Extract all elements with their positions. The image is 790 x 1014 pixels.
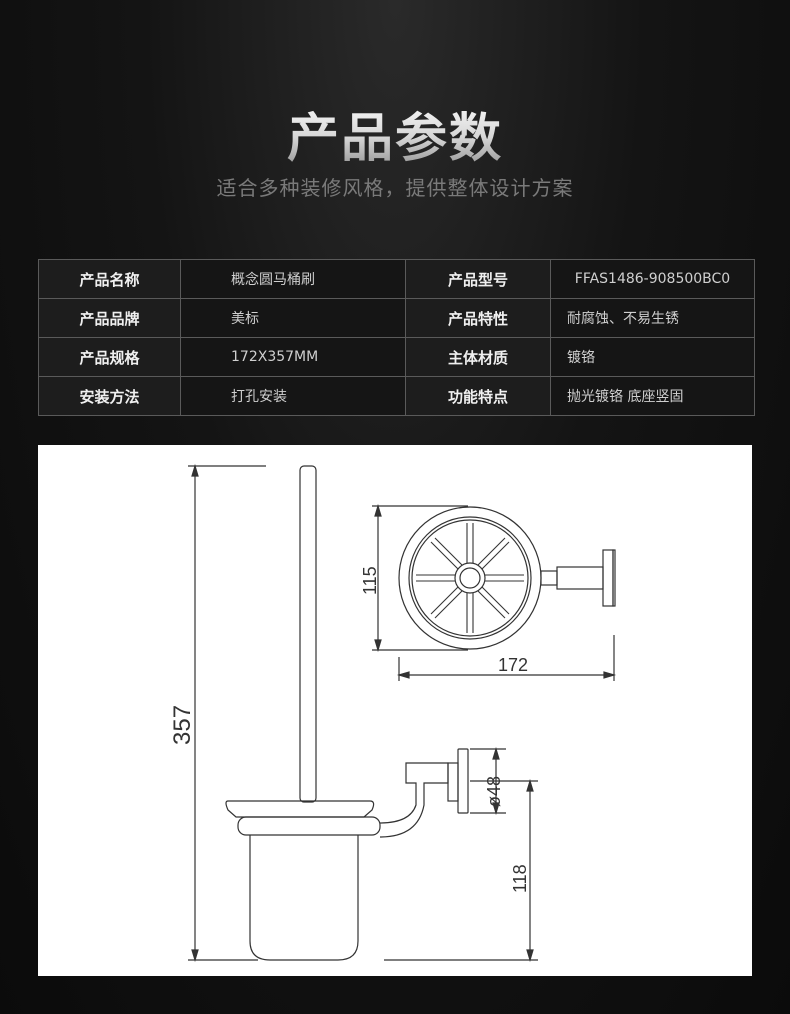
param-value: 美标	[180, 298, 406, 338]
page-subtitle: 适合多种装修风格，提供整体设计方案	[216, 176, 574, 200]
param-label: 功能特点	[405, 376, 551, 416]
brush-cup	[249, 835, 359, 961]
holder-ring-top	[398, 506, 542, 650]
param-value: 172X357MM	[180, 337, 406, 377]
technical-drawing: 357 ø48 118	[38, 445, 752, 976]
table-row: 产品规格 172X357MM 主体材质 镀铬	[38, 337, 755, 377]
page-title: 产品参数	[0, 96, 790, 171]
param-label: 产品规格	[38, 337, 181, 377]
param-value: 抛光镀铬 底座竖固	[550, 376, 755, 416]
dim-label-357: 357	[169, 705, 196, 745]
param-label: 产品品牌	[38, 298, 181, 338]
param-label: 产品特性	[405, 298, 551, 338]
param-label: 产品型号	[405, 259, 551, 299]
table-row: 产品品牌 美标 产品特性 耐腐蚀、不易生锈	[38, 298, 755, 338]
dimension-118: 118	[384, 778, 538, 963]
param-value: 概念圆马桶刷	[180, 259, 406, 299]
dim-label-115: 115	[360, 566, 380, 595]
table-row: 产品名称 概念圆马桶刷 产品型号 FFAS1486-908500BC0	[38, 259, 755, 299]
dimension-357: 357	[169, 463, 266, 963]
holder-arm	[379, 762, 449, 838]
wall-flange	[457, 748, 469, 814]
dim-label-172: 172	[498, 655, 528, 675]
dimension-172: 172	[396, 635, 617, 681]
param-value: 镀铬	[550, 337, 755, 377]
holder-tray	[225, 800, 375, 818]
param-value: 耐腐蚀、不易生锈	[550, 298, 755, 338]
param-value: FFAS1486-908500BC0	[550, 259, 755, 299]
param-value: 打孔安装	[180, 376, 406, 416]
params-table: 产品名称 概念圆马桶刷 产品型号 FFAS1486-908500BC0 产品品牌…	[38, 259, 755, 416]
holder-ring	[237, 816, 381, 836]
holder-spokes	[416, 523, 524, 633]
param-label: 产品名称	[38, 259, 181, 299]
dimension-115: 115	[360, 503, 468, 653]
table-row: 安装方法 打孔安装 功能特点 抛光镀铬 底座竖固	[38, 376, 755, 416]
param-label: 安装方法	[38, 376, 181, 416]
wall-flange-top	[602, 549, 614, 607]
brush-handle	[299, 465, 317, 803]
param-label: 主体材质	[405, 337, 551, 377]
dim-label-48: ø48	[484, 776, 504, 807]
dim-label-118: 118	[510, 864, 530, 893]
